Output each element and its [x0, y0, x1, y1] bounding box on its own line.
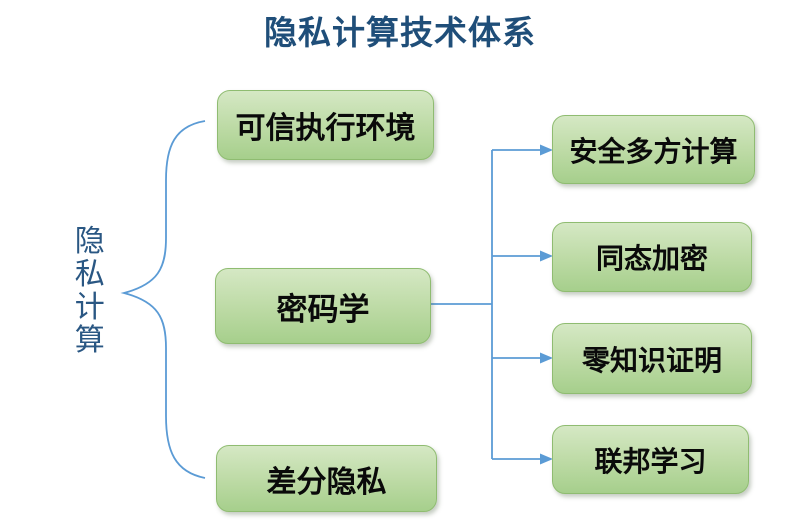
node-homomorphic-encryption: 同态加密: [552, 222, 752, 292]
node-differential-privacy: 差分隐私: [216, 445, 437, 512]
brace-connector: [120, 120, 206, 479]
node-secure-multiparty-computation: 安全多方计算: [552, 115, 755, 184]
arrowhead-icon: [540, 144, 553, 156]
arrowhead-icon: [540, 453, 553, 465]
node-zero-knowledge-proof: 零知识证明: [552, 323, 752, 394]
node-federated-learning: 联邦学习: [552, 425, 749, 494]
arrowhead-icon: [540, 250, 553, 262]
node-cryptography: 密码学: [215, 268, 431, 344]
diagram-title: 隐私计算技术体系: [264, 14, 536, 51]
root-node-label: 隐私计算: [74, 225, 105, 357]
arrowhead-icon: [540, 352, 553, 364]
node-trusted-execution-environment: 可信执行环境: [217, 90, 434, 160]
